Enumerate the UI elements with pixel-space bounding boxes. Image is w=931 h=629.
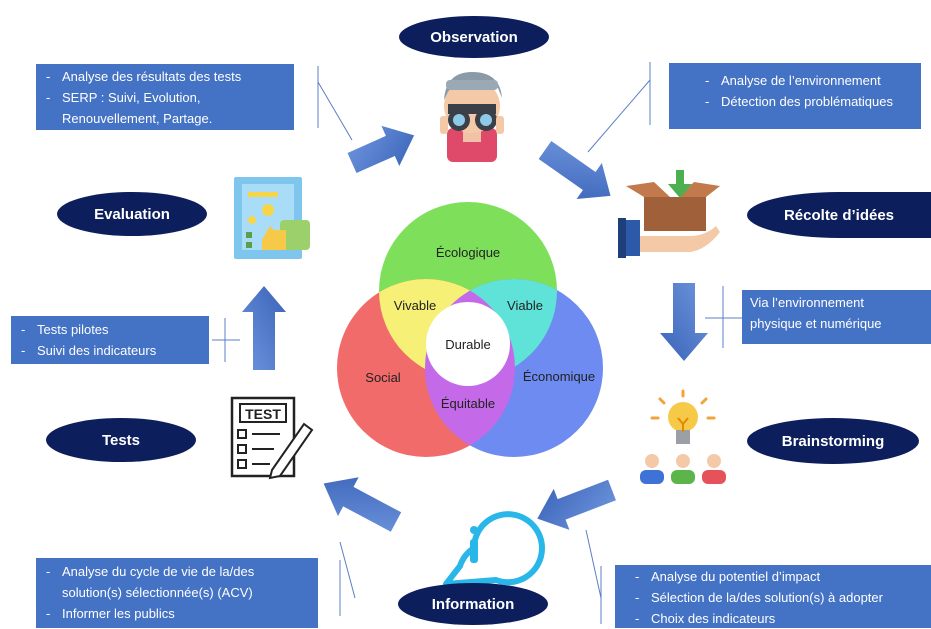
stage-brainstorming: Brainstorming [747,418,919,464]
stage-recolte: Récolte d’idées [747,192,931,238]
box-tests-pilots: Tests pilotes Suivi des indicateurs [11,316,209,364]
box-item: Détection des problématiques [695,91,921,112]
venn-label-social: Social [365,370,401,385]
stage-observation: Observation [399,16,549,58]
arrow-recolte-to-brainstorming [660,283,708,361]
evaluation-board-icon [234,177,310,259]
test-sheet-label: TEST [245,406,281,422]
stage-evaluation: Evaluation [57,192,207,236]
box-item: Sélection de la/des solution(s) à adopte… [625,587,931,608]
arrow-brainstorming-to-information [537,479,616,530]
venn-diagram: Écologique Vivable Viable Durable Social… [337,202,603,457]
venn-center-durable [426,302,510,386]
cycle-arrows [242,125,708,532]
box-observation-analysis: Analyse de l’environnement Détection des… [669,63,921,129]
box-item: Analyse des résultats des tests [36,66,294,87]
venn-label-ecologique: Écologique [436,245,500,260]
venn-label-equitable: Équitable [441,396,495,411]
box-item: Tests pilotes [11,319,209,340]
stage-information: Information [398,583,548,625]
box-item: Renouvellement, Partage. [62,111,213,126]
box-recolte-environment: Via l’environnement physique et numériqu… [742,290,931,344]
box-item: Analyse du cycle de vie de la/des [36,561,318,582]
box-item: Analyse de l’environnement [695,70,921,91]
arrow-evaluation-to-observation [347,125,415,174]
box-item: SERP : Suivi, Evolution, [36,87,294,108]
box-brainstorming-impact: Analyse du potentiel d’impact Sélection … [615,565,931,629]
arrow-observation-to-recolte [538,140,611,199]
venn-label-vivable: Vivable [394,298,436,313]
arrow-tests-to-evaluation [242,286,286,370]
box-line: physique et numérique [750,316,882,331]
connector-lines [212,62,742,624]
box-evaluation-results: Analyse des résultats des tests SERP : S… [36,64,294,130]
box-information-acv: Analyse du cycle de vie de la/des soluti… [36,558,318,628]
stage-tests: Tests [46,418,196,462]
venn-label-economique: Économique [523,369,595,384]
box-item: Suivi des indicateurs [11,340,209,361]
box-item: Analyse du potentiel d’impact [625,566,931,587]
connector-line [317,81,353,141]
box-item: Informer les publics [36,603,318,624]
connector-line [587,79,651,153]
lightbulb-team-icon [640,389,726,484]
box-line: Via l’environnement [750,295,864,310]
box-item: Choix des indicateurs [625,608,931,629]
venn-label-viable: Viable [507,298,543,313]
venn-label-durable: Durable [445,337,491,352]
connector-line [585,529,602,599]
box-item: solution(s) sélectionnée(s) (ACV) [62,585,253,600]
arrow-information-to-tests [323,477,402,532]
test-sheet-icon: TEST [230,396,314,480]
info-bubble-icon [443,511,545,587]
hand-box-icon [618,170,720,258]
connector-line [339,541,356,599]
binoculars-person-icon [440,72,504,162]
